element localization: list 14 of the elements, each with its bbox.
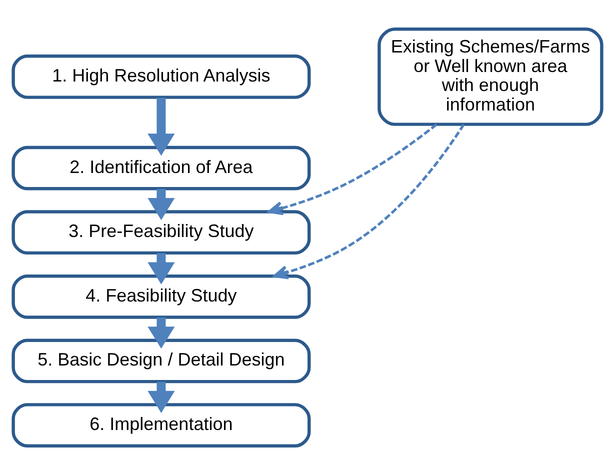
node-box: 1. High Resolution Analysis [12, 54, 311, 99]
arrow [268, 124, 438, 216]
node-box: Existing Schemes/Farms or Well known area with enough information [378, 28, 604, 126]
arrow [273, 124, 465, 280]
arrow [148, 317, 175, 349]
arrow [148, 382, 175, 413]
arrow [148, 253, 175, 284]
arrow [148, 98, 175, 156]
node-box: 2. Identification of Area [12, 146, 311, 190]
arrow [148, 188, 175, 220]
node-box: 4. Feasibility Study [12, 274, 311, 319]
node-box: 3. Pre-Feasibility Study [12, 210, 311, 255]
node-box: 5. Basic Design / Detail Design [12, 338, 311, 384]
node-box: 6. Implementation [12, 403, 311, 448]
